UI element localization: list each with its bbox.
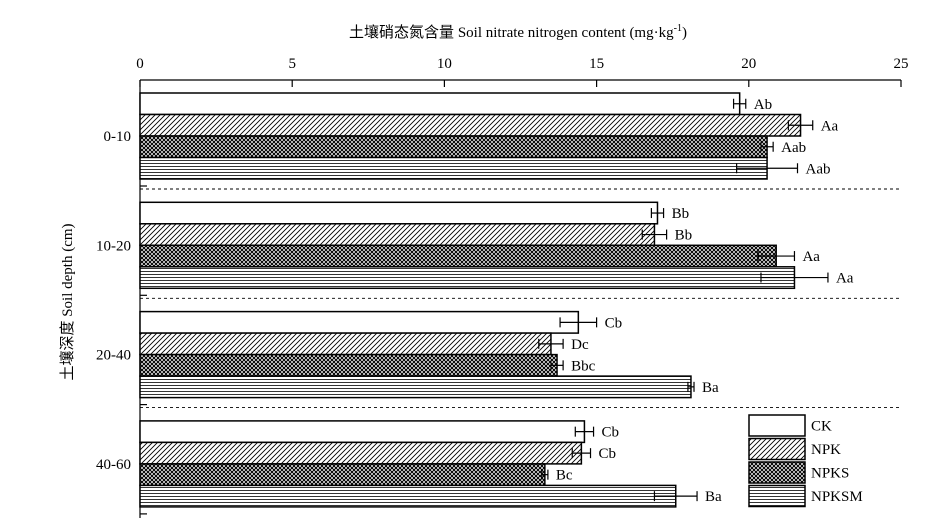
significance-label: Cb [602,425,620,441]
bar-npksm [139,484,677,508]
x-tick-label: 15 [589,56,604,72]
significance-label: Aab [781,140,806,156]
bar-npk [139,223,656,247]
significance-label: Cb [599,446,617,462]
category-label: 10-20 [96,238,131,254]
significance-label: Ba [702,380,719,396]
legend-label-ck: CK [811,419,832,435]
legend-swatch-npk [748,437,806,461]
legend-label-npks: NPKS [811,466,849,482]
category-label: 0-10 [104,129,132,145]
x-axis-title-en: Soil nitrate nitrogen content (mg·kg [458,25,674,41]
significance-label: Ba [705,489,722,505]
significance-label: Dc [571,337,589,353]
legend: CK NPK NPKS NPKSM [748,414,863,508]
bar-ck [139,420,586,444]
significance-label: Aab [806,161,831,177]
category-label: 40-60 [96,457,131,473]
significance-label: Bb [675,228,693,244]
bar-npks [139,353,558,377]
bar-npk [139,332,552,356]
x-tick-label: 0 [136,56,144,72]
bar-npksm [139,266,796,290]
bar-npks [139,244,777,268]
bar-npksm [139,375,692,399]
significance-label: Bb [672,206,690,222]
y-axis-title: 土壤深度 Soil depth (cm) [58,223,76,380]
bar-ck [139,201,659,225]
significance-label: Aa [836,271,854,287]
significance-label: Aa [821,118,839,134]
significance-label: Bbc [571,358,596,374]
bar-npksm [139,156,768,180]
bar-ck [139,92,741,116]
x-tick-label: 10 [437,56,452,72]
x-tick-label: 20 [741,56,756,72]
x-axis-title: 土壤硝态氮含量 Soil nitrate nitrogen content (m… [349,23,687,41]
bar-ck [139,310,580,334]
bar-npks [139,135,768,159]
legend-swatch-npksm [748,484,806,508]
x-axis-title-sup: -1 [674,23,682,34]
significance-label: Aa [802,249,820,265]
category-label: 20-40 [96,348,131,364]
x-axis-title-cn: 土壤硝态氮含量 [349,23,454,41]
x-axis-title-close: ) [682,25,687,41]
legend-swatch-npks [748,461,806,484]
x-tick-label: 25 [894,56,909,72]
bar-npks [139,463,546,487]
legend-label-npk: NPK [811,442,841,458]
legend-swatch-ck [748,414,806,437]
bar-npk [139,113,802,137]
significance-label: Bc [556,468,573,484]
x-tick-label: 5 [288,56,296,72]
bar-npk [139,441,583,465]
legend-label-npksm: NPKSM [811,489,863,505]
significance-label: Cb [605,315,623,331]
significance-label: Ab [754,97,772,113]
